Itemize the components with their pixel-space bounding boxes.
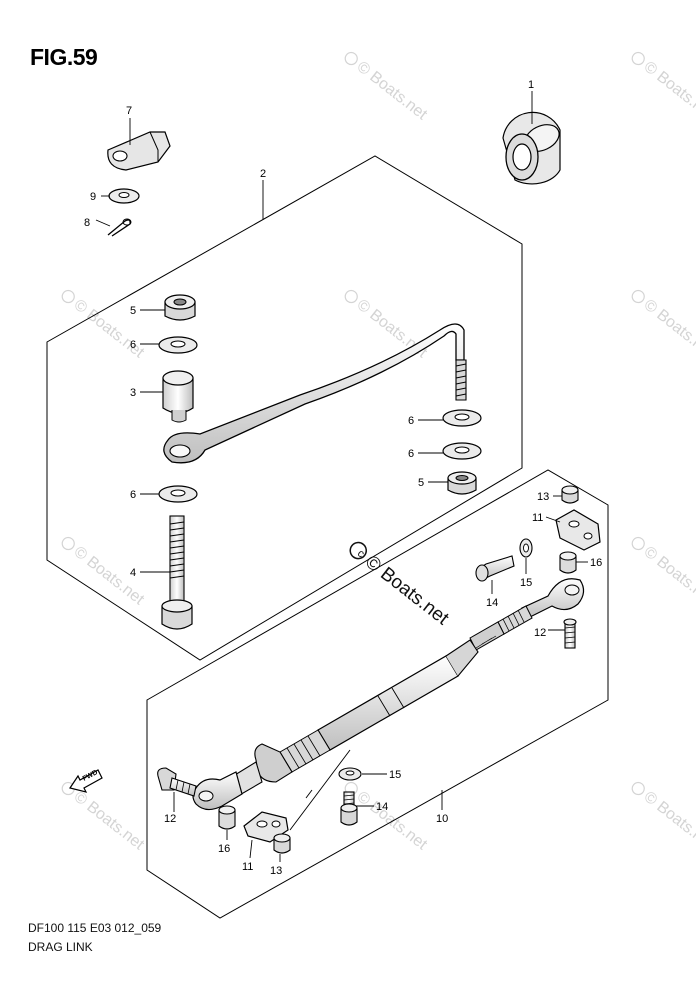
part-6-washer-b bbox=[442, 409, 482, 427]
callout-13-top: 13 bbox=[537, 491, 549, 503]
callout-12-top: 12 bbox=[534, 627, 546, 639]
part-1-collar bbox=[502, 111, 561, 185]
callout-9: 9 bbox=[90, 191, 96, 203]
watermark: © Boats.net bbox=[344, 51, 431, 124]
callout-11-top: 11 bbox=[532, 512, 543, 524]
part-6-washer-c bbox=[442, 442, 482, 460]
callout-7: 7 bbox=[126, 105, 132, 117]
group-box-2 bbox=[46, 155, 523, 661]
callout-2: 2 bbox=[260, 168, 266, 180]
callout-6-top: 6 bbox=[130, 339, 136, 351]
callout-3: 3 bbox=[130, 387, 136, 399]
part-2-drag-link bbox=[163, 323, 467, 464]
callout-5-right: 5 bbox=[418, 477, 424, 489]
figure-code: DF100 115 E03 012_059 bbox=[28, 921, 162, 935]
callout-6-left: 6 bbox=[130, 489, 136, 501]
part-11-bracket-top bbox=[555, 509, 601, 551]
part-16-spacer-top bbox=[559, 551, 577, 574]
part-14-bolt-top bbox=[475, 555, 515, 582]
center-watermark: c © Boats.net bbox=[349, 541, 453, 630]
callout-13-bottom: 13 bbox=[270, 865, 282, 877]
part-15-washer-top bbox=[519, 538, 533, 558]
center-watermark-text: © Boats.net bbox=[361, 551, 453, 629]
callout-16-top: 16 bbox=[590, 557, 602, 569]
callout-6-right-a: 6 bbox=[408, 415, 414, 427]
part-10-tie-rod bbox=[192, 578, 585, 811]
callout-14-top: 14 bbox=[486, 597, 498, 609]
part-5-nut-right bbox=[447, 471, 477, 495]
part-12-bolt-bottom bbox=[157, 767, 197, 797]
callout-12-bottom: 12 bbox=[164, 813, 176, 825]
part-3-bushing bbox=[162, 370, 194, 423]
fwd-arrow-icon: FWD bbox=[69, 769, 103, 793]
callout-4: 4 bbox=[130, 567, 136, 579]
part-13-nut-top bbox=[561, 485, 579, 504]
callout-15-top: 15 bbox=[520, 577, 532, 589]
part-6-washer-a bbox=[158, 336, 198, 354]
callout-16-bottom: 16 bbox=[218, 843, 230, 855]
part-6-washer-d bbox=[158, 485, 198, 503]
callout-1: 1 bbox=[528, 79, 534, 91]
part-13-nut-bottom bbox=[273, 833, 291, 854]
part-16-spacer-bottom bbox=[218, 805, 236, 830]
watermark: © Boats.net bbox=[631, 781, 696, 854]
svg-text:© Boats.net: © Boats.net bbox=[641, 543, 696, 608]
watermark: © Boats.net bbox=[61, 781, 148, 854]
svg-text:© Boats.net: © Boats.net bbox=[641, 788, 696, 853]
callout-8: 8 bbox=[84, 217, 90, 229]
svg-text:© Boats.net: © Boats.net bbox=[641, 296, 696, 361]
callout-14-bottom: 14 bbox=[376, 801, 388, 813]
part-14-bolt-bottom bbox=[340, 791, 358, 826]
leader-lines bbox=[95, 91, 588, 862]
figure-name: DRAG LINK bbox=[28, 940, 93, 954]
group-box-10 bbox=[146, 469, 609, 919]
part-5-nut-top bbox=[164, 294, 196, 321]
part-8-cotter-pin bbox=[107, 218, 132, 237]
part-4-bolt bbox=[161, 515, 193, 630]
part-12-bolt-top bbox=[563, 618, 577, 649]
watermark: © Boats.net bbox=[631, 289, 696, 362]
callout-15-bottom: 15 bbox=[389, 769, 401, 781]
part-15-washer-bottom bbox=[338, 767, 362, 781]
callouts: 1 2 3 4 5 5 6 6 6 6 7 8 9 10 11 11 12 12… bbox=[84, 79, 602, 877]
callout-6-right-b: 6 bbox=[408, 448, 414, 460]
watermark: © Boats.net bbox=[631, 536, 696, 609]
callout-5-top: 5 bbox=[130, 305, 136, 317]
svg-text:© Boats.net: © Boats.net bbox=[71, 788, 148, 853]
svg-text:© Boats.net: © Boats.net bbox=[354, 58, 431, 123]
callout-10: 10 bbox=[436, 813, 448, 825]
part-7-bracket bbox=[107, 131, 171, 171]
watermarks: © Boats.net © Boats.net © Boats.net © Bo… bbox=[61, 51, 696, 854]
figure-title: FIG.59 bbox=[30, 44, 98, 70]
svg-text:© Boats.net: © Boats.net bbox=[641, 58, 696, 123]
callout-11-bottom: 11 bbox=[242, 861, 253, 873]
watermark: © Boats.net bbox=[631, 51, 696, 124]
part-9-washer bbox=[108, 188, 140, 204]
